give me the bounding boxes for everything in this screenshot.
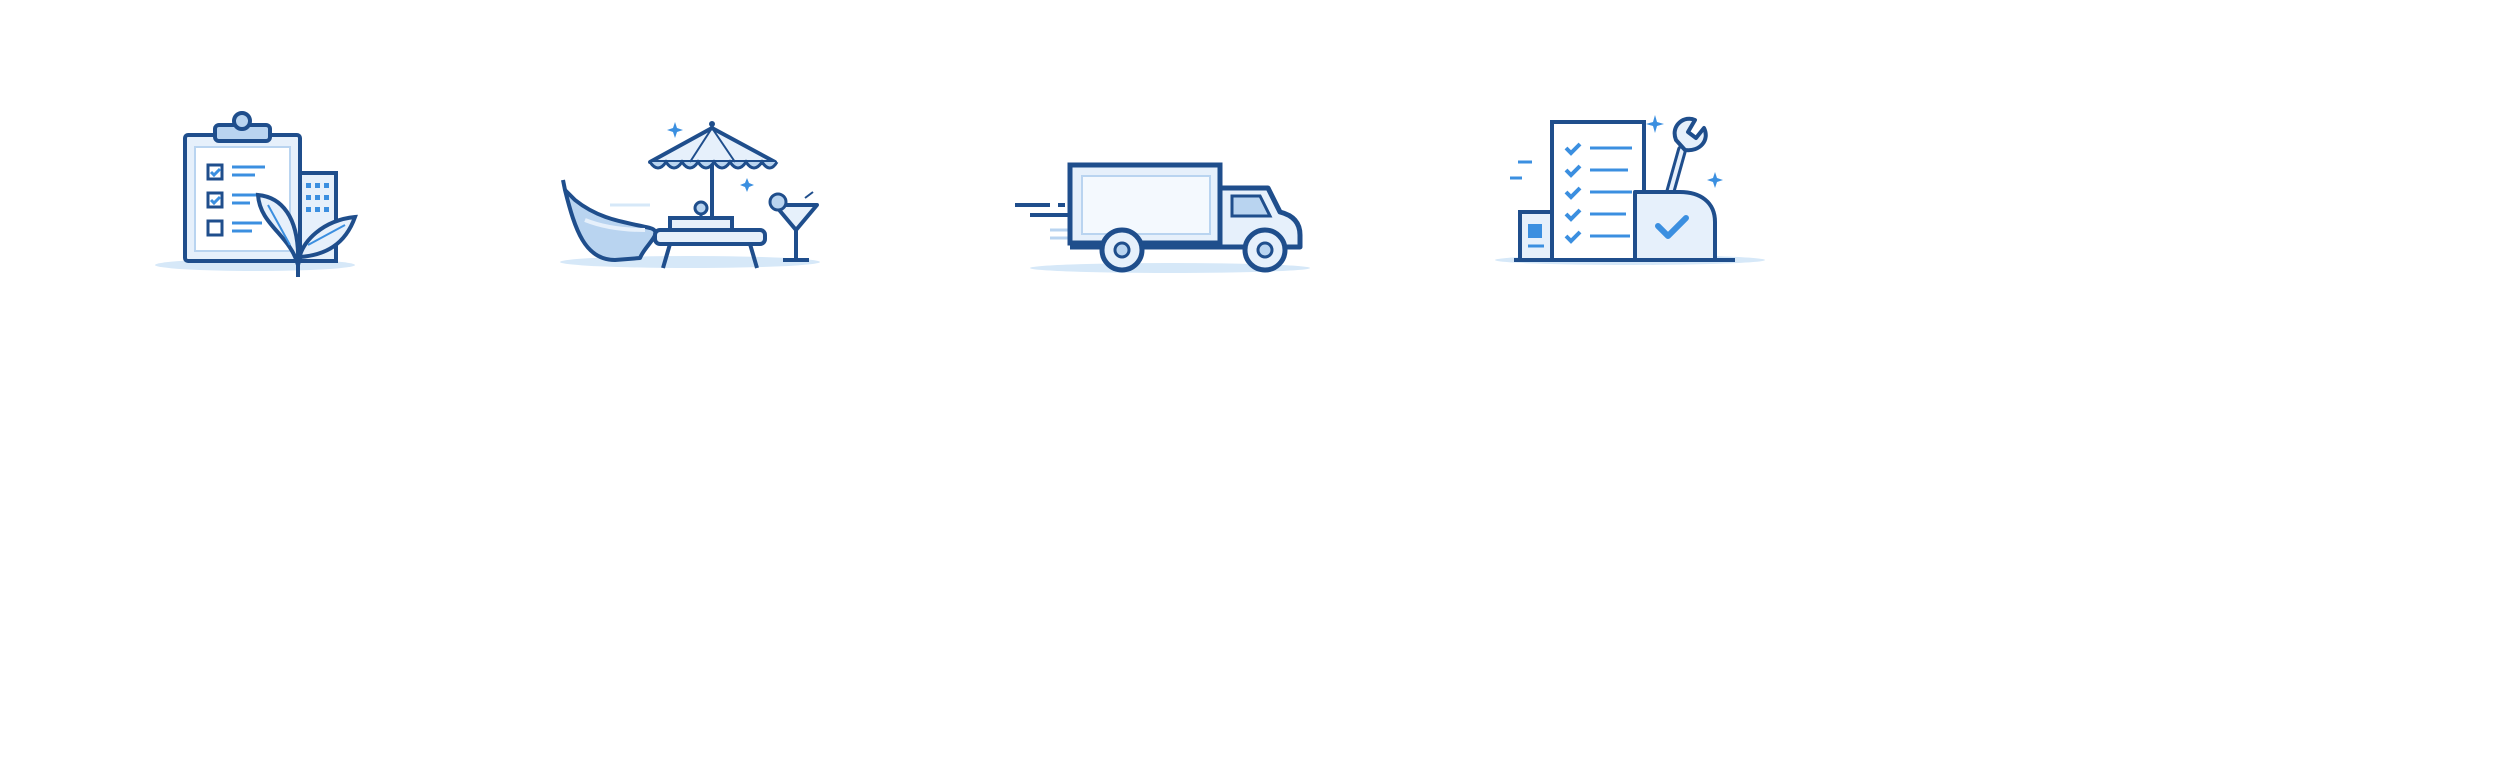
moving-delivery-truck-icon — [1015, 162, 1310, 273]
checklist-wrench-toolbox-icon — [1495, 115, 1765, 265]
clipboard-checklist-with-leaves-icon — [155, 111, 358, 277]
beach-umbrella-lounge-chair-cocktail-icon — [560, 121, 820, 269]
